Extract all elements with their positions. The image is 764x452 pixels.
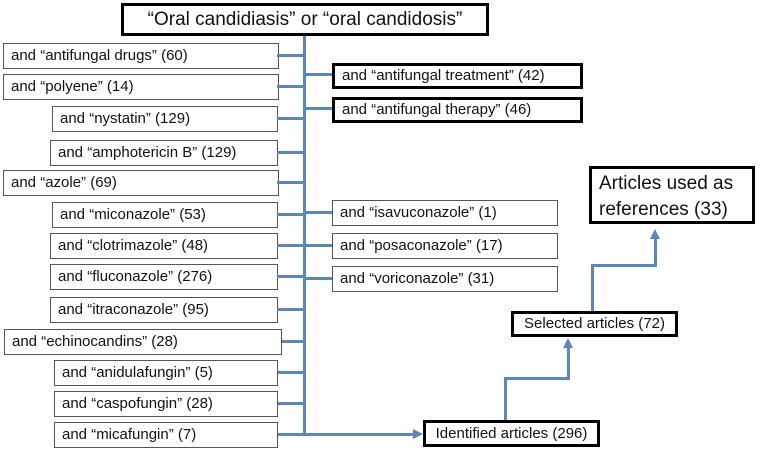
connector-nystatin	[277, 117, 304, 120]
term-box-echinocandins: and “echinocandins” (28)	[4, 329, 282, 355]
connector-voriconazole	[306, 277, 332, 280]
term-box-nystatin: and “nystatin” (129)	[52, 106, 278, 132]
term-box-isavuconazole: and “isavuconazole” (1)	[332, 200, 558, 226]
connector-anidulafungin	[278, 371, 304, 374]
identified-articles-box: Identified articles (296)	[423, 420, 600, 447]
term-box-antifungal-drugs: and “antifungal drugs” (60)	[3, 43, 279, 69]
term-box-itraconazole: and “itraconazole” (95)	[50, 297, 278, 323]
connector-fluconazole	[277, 275, 304, 278]
references-line1: Articles used as	[599, 173, 734, 194]
connector-identified-articles	[278, 433, 414, 436]
references-box: Articles used as references (33)	[589, 166, 755, 224]
connector-clotrimazole	[277, 244, 304, 247]
term-box-fluconazole: and “fluconazole” (276)	[50, 264, 278, 290]
connector-azole	[277, 181, 304, 184]
connector-isavuconazole	[306, 211, 332, 214]
references-line2: references (33)	[599, 199, 728, 220]
connector-amphotericin-b	[277, 151, 304, 154]
term-box-posaconazole: and “posaconazole” (17)	[332, 233, 558, 259]
term-box-antifungal-treatment: and “antifungal treatment” (42)	[332, 63, 583, 89]
connector-itraconazole	[277, 308, 304, 311]
connector-echinocandins	[282, 340, 304, 343]
term-box-caspofungin: and “caspofungin” (28)	[54, 391, 278, 417]
elbow-identified-vertical	[504, 377, 507, 420]
connector-posaconazole	[306, 244, 332, 247]
connector-miconazole	[277, 213, 304, 216]
selected-articles-box: Selected articles (72)	[511, 311, 678, 337]
references-arrowhead-icon	[650, 229, 660, 239]
term-box-micafungin: and “micafungin” (7)	[54, 422, 278, 448]
trunk-line	[303, 36, 306, 436]
elbow-identified-vertical2	[567, 347, 570, 380]
term-box-miconazole: and “miconazole” (53)	[52, 202, 278, 228]
title-box: “Oral candidiasis” or “oral candidosis”	[121, 3, 489, 36]
connector-antifungal-drugs	[277, 54, 304, 57]
elbow-selected-horizontal	[591, 264, 657, 267]
connector-caspofungin	[278, 402, 304, 405]
elbow-selected-vertical2	[654, 238, 657, 267]
term-box-anidulafungin: and “anidulafungin” (5)	[54, 360, 278, 386]
term-box-clotrimazole: and “clotrimazole” (48)	[50, 233, 278, 259]
term-box-azole: and “azole” (69)	[3, 170, 279, 196]
term-box-polyene: and “polyene” (14)	[3, 74, 279, 100]
term-box-amphotericin-b: and “amphotericin B” (129)	[50, 140, 278, 166]
elbow-selected-vertical	[591, 264, 594, 311]
term-box-voriconazole: and “voriconazole” (31)	[332, 266, 558, 292]
identified-arrowhead-icon	[413, 429, 423, 439]
term-box-antifungal-therapy: and “antifungal therapy” (46)	[332, 97, 583, 123]
connector-antifungal-therapy	[306, 107, 332, 110]
connector-antifungal-treatment	[306, 73, 332, 76]
selected-arrowhead-icon	[563, 338, 573, 348]
connector-polyene	[277, 85, 304, 88]
elbow-identified-horizontal	[504, 377, 570, 380]
